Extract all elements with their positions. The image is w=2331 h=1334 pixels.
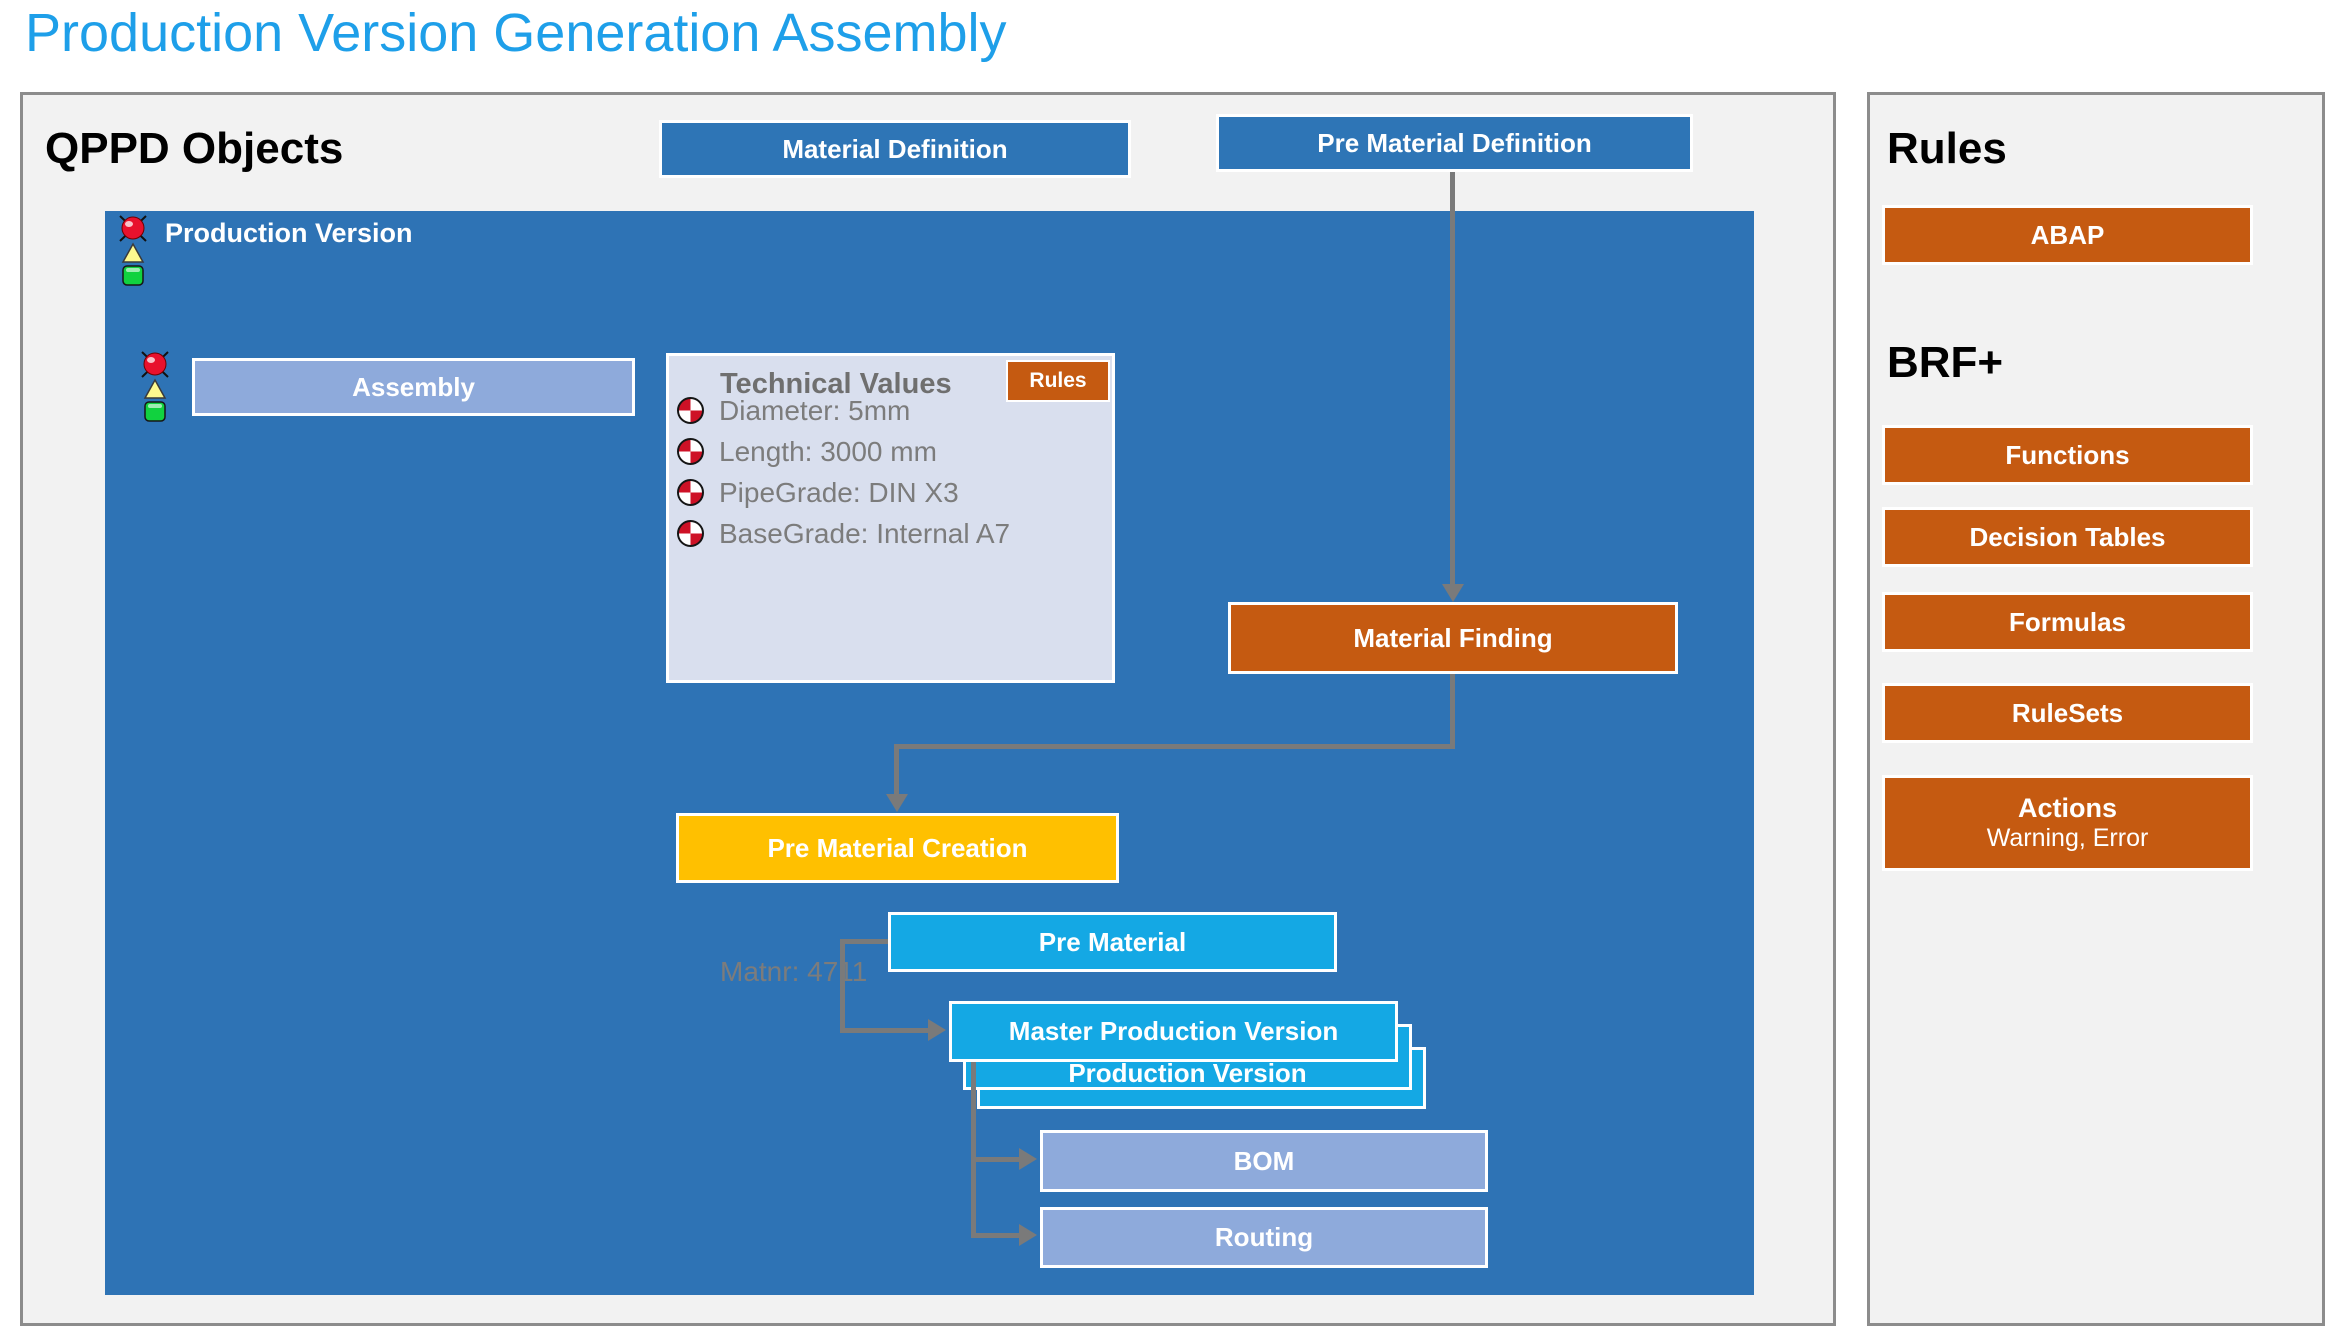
pre-material-box: Pre Material [888, 912, 1337, 972]
material-finding-box: Material Finding [1228, 602, 1678, 674]
decision-tables-label: Decision Tables [1969, 521, 2166, 552]
functions-button: Functions [1882, 425, 2253, 485]
connector-to-bom [971, 1157, 1021, 1162]
connector-to-mpv [840, 1028, 930, 1033]
brf-heading: BRF+ [1887, 338, 2004, 387]
rules-heading: Rules [1887, 124, 2007, 173]
technical-values-heading: Technical Values [720, 368, 952, 400]
material-definition-box: Material Definition [659, 120, 1131, 178]
connector-material-finding-horizontal [894, 744, 1455, 749]
page-title: Production Version Generation Assembly [25, 3, 1007, 63]
arrowhead-pre-material-creation [886, 794, 908, 812]
rulesets-label: RuleSets [2011, 697, 2124, 728]
production-version-stacked-label: Production Version [1068, 1058, 1307, 1088]
connector-pre-material-left [840, 939, 888, 944]
status-quadrant-icon [677, 520, 704, 547]
pre-material-creation-box: Pre Material Creation [676, 813, 1119, 883]
arrowhead-routing [1019, 1224, 1037, 1246]
actions-title: Actions [2017, 793, 2117, 823]
routing-label: Routing [1214, 1222, 1314, 1252]
decision-tables-button: Decision Tables [1882, 507, 2253, 567]
pre-material-creation-label: Pre Material Creation [767, 832, 1028, 863]
traffic-light-icon [141, 351, 169, 422]
rulesets-button: RuleSets [1882, 683, 2253, 743]
matnr-text: Matnr: 4711 [720, 956, 868, 987]
rules-badge: Rules [1006, 360, 1110, 402]
pre-material-definition-label: Pre Material Definition [1317, 127, 1592, 158]
arrowhead-master-production-version [928, 1019, 946, 1041]
technical-values-card: Technical Values Rules Diameter: 5mm Len… [666, 353, 1115, 987]
rules-badge-label: Rules [1029, 369, 1087, 392]
bom-box: BOM [1040, 1130, 1488, 1192]
master-production-version-box: Master Production Version [949, 1001, 1398, 1062]
tech-value-row: Diameter: 5mm [673, 390, 910, 431]
formulas-label: Formulas [2008, 606, 2127, 637]
routing-box: Routing [1040, 1207, 1488, 1268]
connector-stack-down [971, 1050, 976, 1238]
actions-subtitle: Warning, Error [1986, 824, 2149, 852]
actions-button: Actions Warning, Error [1882, 775, 2253, 871]
functions-label: Functions [2005, 439, 2130, 470]
tech-value-row: Length: 3000 mm [673, 431, 937, 472]
formulas-button: Formulas [1882, 592, 2253, 652]
traffic-light-icon [119, 215, 147, 286]
status-quadrant-icon [677, 438, 704, 465]
connector-pre-material-down [840, 939, 845, 1032]
master-production-version-label: Master Production Version [1008, 1016, 1339, 1046]
connector-to-routing [971, 1233, 1021, 1238]
assembly-label: Assembly [352, 371, 475, 402]
connector-premat-def-to-material-finding [1450, 172, 1455, 588]
assembly-box: Assembly [192, 358, 635, 416]
tech-value-row: BaseGrade: Internal A7 [673, 513, 1010, 554]
qppd-objects-heading: QPPD Objects [45, 124, 344, 173]
production-version-label: Production Version [165, 218, 413, 248]
abap-button: ABAP [1882, 205, 2253, 265]
connector-to-pre-material-creation [894, 744, 899, 796]
material-definition-label: Material Definition [782, 133, 1008, 164]
status-quadrant-icon [677, 397, 704, 424]
tech-value-text: PipeGrade: DIN X3 [719, 476, 959, 508]
tech-value-text: Length: 3000 mm [719, 435, 937, 467]
connector-material-finding-down [1450, 674, 1455, 749]
abap-label: ABAP [2030, 219, 2105, 250]
material-finding-label: Material Finding [1353, 622, 1553, 653]
pre-material-label: Pre Material [1038, 926, 1187, 957]
bom-label: BOM [1233, 1145, 1295, 1176]
tech-value-row: PipeGrade: DIN X3 [673, 472, 959, 513]
pre-material-definition-box: Pre Material Definition [1216, 114, 1693, 172]
tech-value-text: Diameter: 5mm [719, 394, 911, 426]
arrowhead-bom [1019, 1148, 1037, 1170]
tech-value-text: BaseGrade: Internal A7 [719, 517, 1011, 549]
status-quadrant-icon [677, 479, 704, 506]
arrowhead-material-finding [1442, 584, 1464, 602]
